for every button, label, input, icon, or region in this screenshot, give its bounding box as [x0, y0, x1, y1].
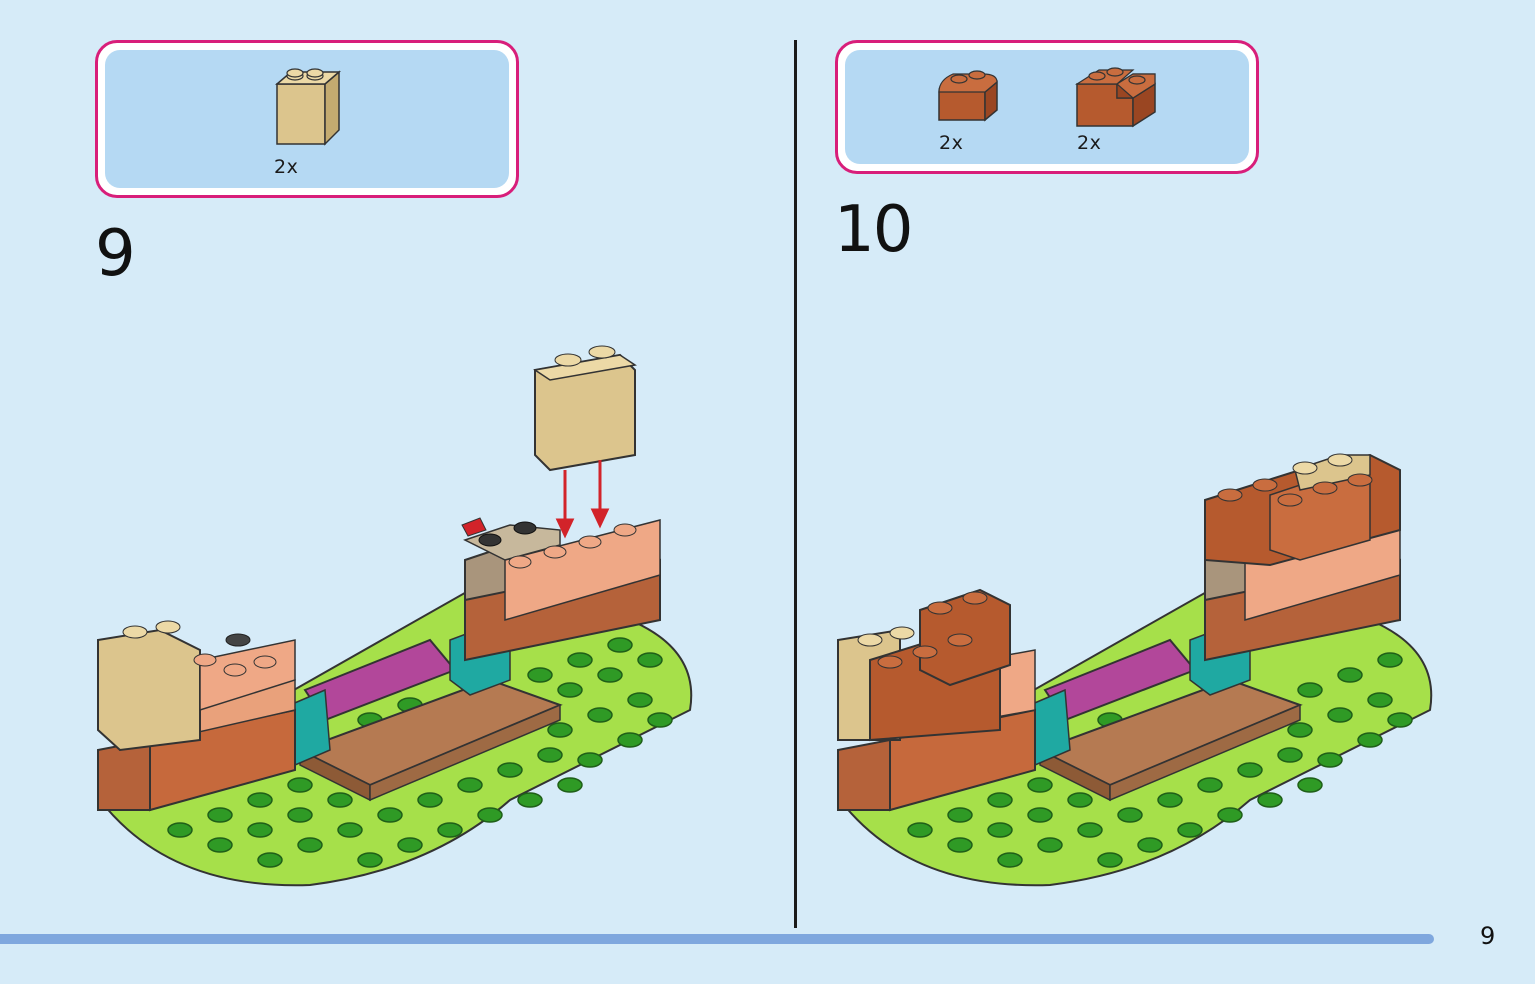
- part-quantity: 2x: [939, 132, 964, 154]
- placement-arrows: [555, 460, 610, 539]
- parts-callout-step-9: 2x: [95, 40, 519, 198]
- baseplate-studs: [167, 637, 673, 868]
- step-divider: [794, 40, 797, 928]
- parts-callout-inner: 2x 2x: [845, 50, 1249, 164]
- reddish-brown-corner-brick-icon: [1074, 67, 1156, 128]
- part-quantity: 2x: [1077, 132, 1102, 154]
- baseplate-studs: [907, 652, 1413, 868]
- page-number: 9: [1480, 922, 1496, 950]
- tan-1x2x2-brick-icon: [274, 68, 342, 146]
- parts-callout-inner: 2x: [105, 50, 509, 188]
- step-10-build-illustration: [837, 453, 1433, 887]
- part-quantity: 2x: [274, 156, 299, 178]
- footer-bar: [0, 934, 1434, 944]
- step-number: 9: [95, 217, 136, 291]
- parts-callout-step-10: 2x 2x: [835, 40, 1259, 174]
- step-9-build-illustration: [97, 345, 693, 887]
- step-number: 10: [834, 193, 913, 267]
- reddish-brown-round-1x2-brick-icon: [938, 70, 998, 122]
